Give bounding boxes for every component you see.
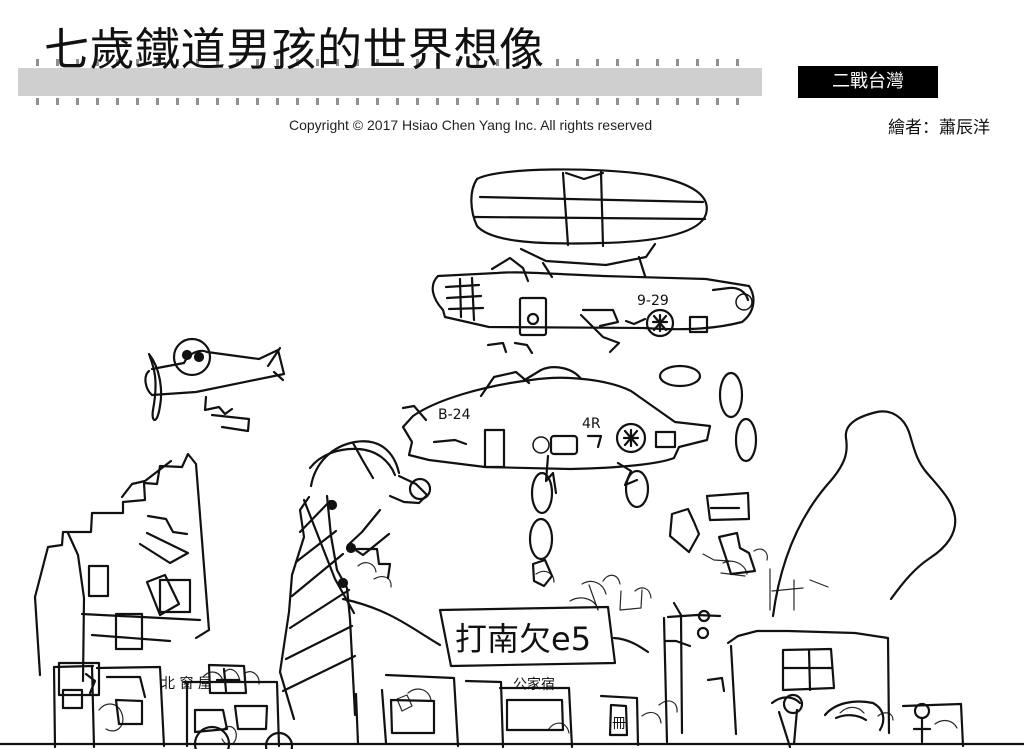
ink-scribbles-and-figures xyxy=(98,548,958,746)
lower-bomber-right-label: 4R xyxy=(582,416,601,432)
upper-bomber-drawing: 9-29 xyxy=(431,256,755,338)
shop-label: 公家宿 xyxy=(513,676,555,693)
left-fighter-drawing xyxy=(144,337,286,433)
page-title: 七歲鐵道男孩的世界想像 xyxy=(44,23,545,76)
lower-bomber-left-label: B-24 xyxy=(438,407,471,423)
upper-bomber-label: 9-29 xyxy=(637,293,669,309)
blimp-drawing xyxy=(470,168,708,279)
left-building-and-tower: 北 窗 屋 xyxy=(33,452,248,699)
falling-bombs-and-debris xyxy=(486,313,758,588)
hand-drawn-ww2-taiwan-illustration: 9-29 B-24 4R xyxy=(0,168,1024,749)
film-strip-header-decoration xyxy=(18,59,762,105)
author-credit: 繪者：蕭辰洋 xyxy=(888,118,990,138)
copyright-text: Copyright © 2017 Hsiao Chen Yang Inc. Al… xyxy=(289,117,653,133)
street-sign-text: 打南欠e5 xyxy=(455,620,591,658)
topic-badge: 二戰台灣 xyxy=(798,66,938,98)
lower-left-panel-mark: 冊 xyxy=(612,716,626,732)
street-sign-drawing: 打南欠e5 xyxy=(341,597,650,668)
right-mountain-and-house xyxy=(662,410,957,744)
lower-bomber-drawing: B-24 4R xyxy=(401,366,712,495)
lower-street-scene: 公家宿 冊 xyxy=(0,664,1024,749)
central-crane-tower xyxy=(278,440,432,721)
